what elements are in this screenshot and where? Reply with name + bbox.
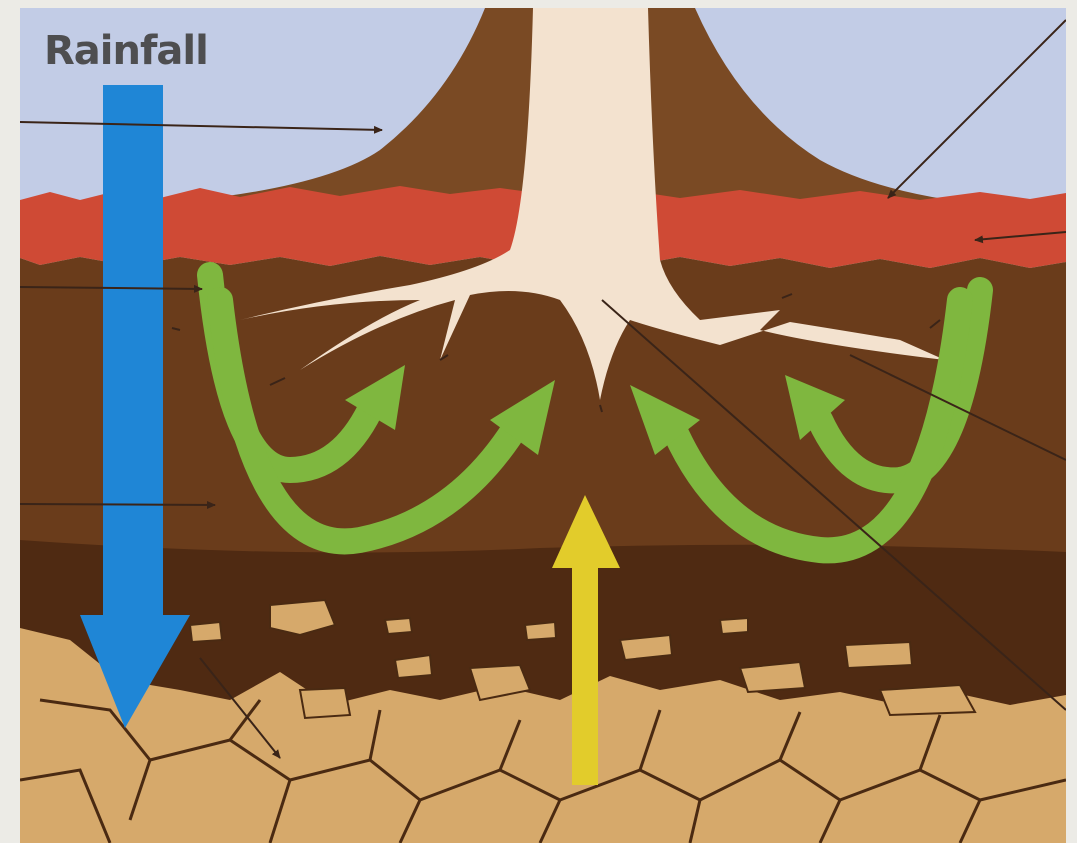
rainfall-label: Rainfall [44,28,208,74]
